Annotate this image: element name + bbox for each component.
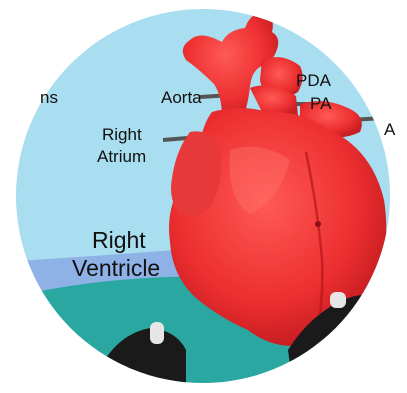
aorta-label: Aorta (161, 88, 202, 107)
left-cut-label: ns (40, 88, 58, 107)
right-cut-label: A (384, 120, 396, 139)
right-ventricle-label-line2: Ventricle (72, 255, 160, 281)
right-ventricle-label-line1: Right (92, 227, 146, 253)
pda-label: PDA (296, 71, 332, 90)
right-atrium-label-line1: Right (102, 125, 142, 144)
pa-label: PA (310, 94, 332, 113)
heart-surface-dot (315, 221, 321, 227)
right-atrium-label-line2: Atrium (97, 147, 146, 166)
